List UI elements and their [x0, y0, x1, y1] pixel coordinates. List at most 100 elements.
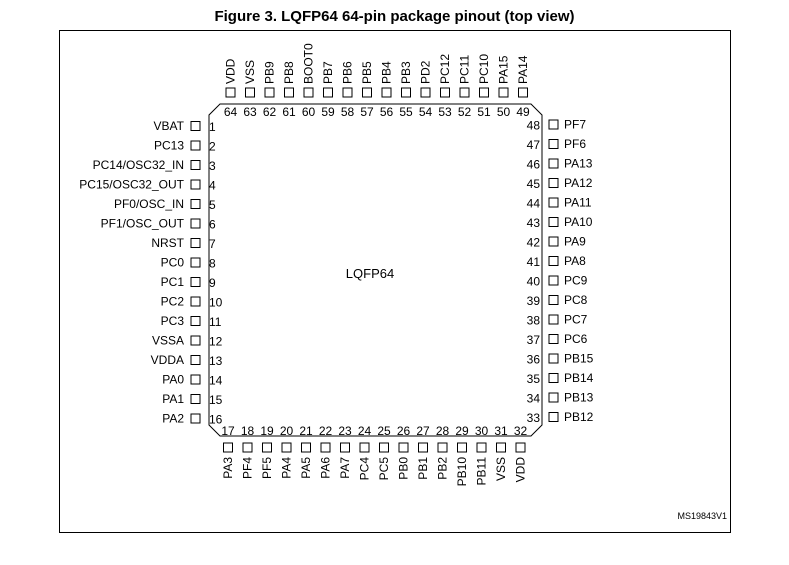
pin-name: VSS [494, 457, 508, 481]
pin-pad [320, 442, 331, 453]
pin-name: PA0 [162, 373, 184, 387]
pin-name: VDD [224, 58, 238, 84]
pin-name: PC5 [377, 457, 391, 481]
pin-number: 15 [209, 393, 223, 407]
figure-frame [59, 30, 731, 533]
pin-pad [548, 256, 559, 266]
pin-pad [190, 413, 201, 424]
pin-pad [362, 87, 372, 98]
pin-pad [264, 87, 275, 98]
pin-name: PA15 [497, 55, 511, 84]
pin-number: 44 [527, 197, 541, 211]
pin-number: 31 [494, 424, 508, 438]
pin-name: PB13 [564, 391, 594, 405]
pin-pad [301, 442, 311, 453]
pin-number: 10 [209, 296, 223, 310]
pin-number: 13 [209, 354, 223, 368]
pin-pad [548, 392, 559, 403]
pin-pad [548, 119, 559, 130]
pin-name: PA2 [162, 412, 184, 426]
pin-pad [245, 87, 255, 98]
pin-name: VDD [514, 457, 528, 483]
pin-pad [190, 296, 201, 307]
pin-number: 12 [209, 335, 223, 349]
pin-number: 47 [527, 138, 541, 152]
pin-number: 4 [209, 179, 216, 193]
pin-name: PF0/OSC_IN [114, 197, 184, 211]
pin-name: PC11 [458, 55, 472, 84]
pin-pad [323, 87, 333, 98]
pin-number: 45 [527, 177, 541, 191]
pin-pad [401, 87, 411, 98]
pin-number: 42 [527, 236, 541, 250]
pin-number: 26 [397, 424, 411, 438]
pin-pad [548, 373, 559, 383]
pin-pad [223, 442, 233, 453]
pin-name: PB3 [399, 61, 413, 84]
pin-pad [437, 442, 448, 453]
pin-pad [440, 87, 450, 98]
pin-pad [518, 87, 528, 98]
pin-name: PC8 [564, 293, 588, 307]
pin-name: PC4 [358, 457, 372, 481]
pin-number: 59 [321, 105, 335, 119]
pin-name: PC9 [564, 274, 588, 288]
pin-number: 43 [527, 216, 541, 230]
pin-number: 63 [243, 105, 257, 119]
pin-name: VBAT [154, 119, 185, 133]
chip-body [208, 103, 543, 437]
pin-number: 38 [527, 314, 541, 328]
pin-pad [190, 160, 201, 170]
pin-pad [190, 374, 201, 385]
pin-number: 37 [527, 333, 541, 347]
pin-number: 25 [377, 424, 391, 438]
pin-number: 8 [209, 257, 216, 271]
pin-name: PA4 [280, 457, 294, 479]
pin-pad [190, 218, 201, 229]
pin-name: PC1 [161, 275, 185, 289]
pin-name: PC14/OSC32_IN [93, 158, 184, 172]
pin-pad [548, 412, 559, 422]
pin-number: 50 [497, 105, 511, 119]
pin-pad [190, 140, 201, 151]
pin-number: 64 [224, 105, 238, 119]
pin-number: 56 [380, 105, 394, 119]
pin-name: PC7 [564, 313, 588, 327]
pin-name: PF7 [564, 118, 586, 132]
pin-number: 7 [209, 237, 216, 251]
pin-name: PB10 [455, 457, 469, 487]
pin-pad [379, 442, 389, 453]
pin-name: PA6 [319, 457, 333, 479]
pin-number: 55 [399, 105, 413, 119]
pin-name: PC0 [161, 256, 185, 270]
pin-name: PB1 [416, 457, 430, 480]
pin-number: 34 [527, 392, 541, 406]
pin-pad [225, 87, 236, 98]
pin-number: 22 [319, 424, 333, 438]
pin-number: 5 [209, 198, 216, 212]
pin-name: PA10 [564, 215, 593, 229]
pin-number: 62 [263, 105, 277, 119]
pin-pad [548, 197, 559, 208]
pin-name: PC13 [154, 139, 184, 153]
pin-pad [281, 442, 292, 453]
pin-pad [548, 236, 559, 247]
pin-pad [548, 275, 559, 286]
pin-number: 52 [458, 105, 472, 119]
pin-number: 18 [241, 424, 255, 438]
pin-number: 53 [438, 105, 452, 119]
package-label: LQFP64 [346, 266, 394, 281]
pin-number: 57 [360, 105, 374, 119]
pin-pad [190, 355, 201, 365]
pin-pad [398, 442, 409, 453]
pin-name: PA9 [564, 235, 586, 249]
pin-name: PA1 [162, 392, 184, 406]
pin-pad [515, 442, 526, 453]
pin-pad [548, 314, 559, 325]
pin-name: PB14 [564, 371, 594, 385]
pin-number: 9 [209, 276, 216, 290]
pin-pad [190, 277, 201, 287]
pin-name: BOOT0 [302, 43, 316, 84]
